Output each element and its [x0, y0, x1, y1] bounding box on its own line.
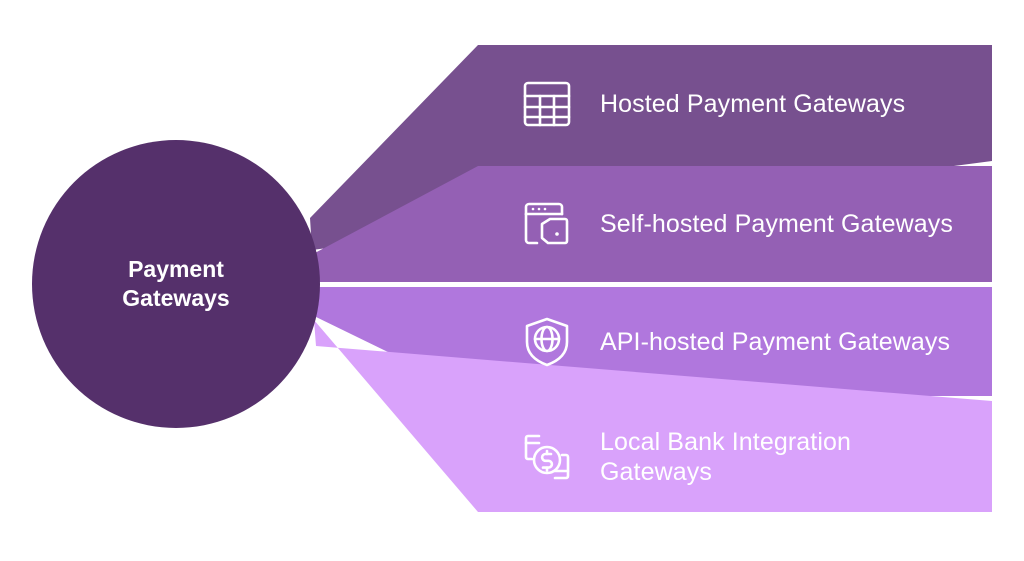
branch-row-1[interactable]: Hosted Payment Gateways	[516, 45, 992, 162]
band-shape-2[interactable]	[313, 166, 992, 282]
table-grid-icon	[516, 73, 578, 135]
branch-label-1: Hosted Payment Gateways	[600, 89, 906, 118]
branch-label-3: API-hosted Payment Gateways	[600, 327, 951, 356]
money-transfer-icon	[516, 426, 578, 488]
browser-wallet-icon	[516, 193, 578, 255]
branch-row-4[interactable]: Local Bank Integration Gateways	[516, 401, 992, 512]
center-node[interactable]: Payment Gateways	[32, 140, 320, 428]
band-shape-4[interactable]	[314, 320, 992, 512]
branch-row-3[interactable]: API-hosted Payment Gateways	[516, 287, 992, 396]
branch-row-2[interactable]: Self-hosted Payment Gateways	[516, 166, 992, 282]
branch-label-2: Self-hosted Payment Gateways	[600, 210, 953, 238]
branch-label-4: Local Bank Integration Gateways	[600, 427, 851, 486]
center-node-label: Payment Gateways	[122, 255, 230, 311]
shield-globe-icon	[516, 311, 578, 373]
